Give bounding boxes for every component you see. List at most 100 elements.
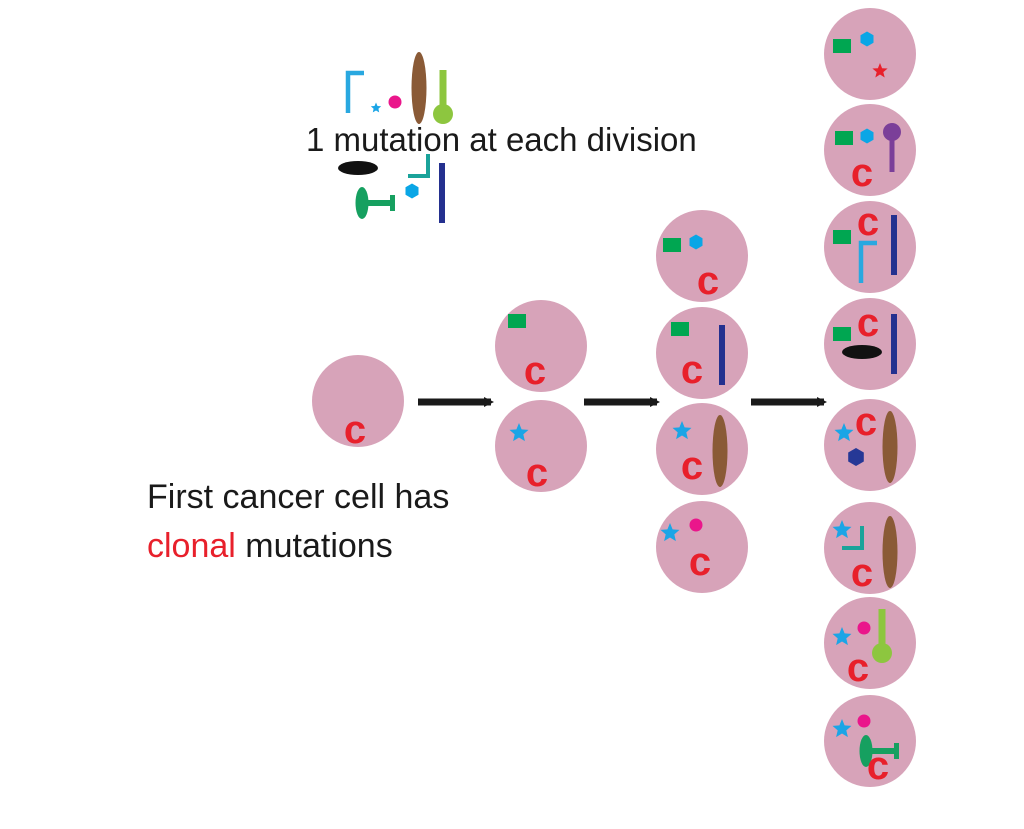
light-blue-bracket-icon <box>858 240 877 283</box>
lime-lollipop-icon <box>872 609 892 663</box>
cell-body <box>312 355 404 447</box>
cell: c <box>824 104 916 196</box>
cell-body <box>656 210 748 302</box>
generation-2: cc <box>495 300 587 495</box>
cell: c <box>824 597 916 690</box>
blue-hexagon-icon <box>689 234 703 250</box>
teal-bracket-icon <box>842 526 864 550</box>
green-tbar-icon <box>859 735 899 767</box>
svg-text:c: c <box>851 551 873 595</box>
svg-text:c: c <box>867 744 889 788</box>
cancer-marker: c <box>857 301 879 345</box>
green-square-icon <box>671 322 689 336</box>
cell: c <box>495 400 587 495</box>
mutation-legend <box>338 52 453 223</box>
svg-text:c: c <box>847 646 869 690</box>
cancer-marker: c <box>851 551 873 595</box>
svg-text:c: c <box>689 540 711 584</box>
cell: c <box>656 307 748 399</box>
brown-ellipse-icon <box>411 52 427 124</box>
green-square-icon <box>833 230 851 244</box>
generation-1: c <box>312 355 404 452</box>
caption-rest: mutations <box>236 527 393 565</box>
cancer-marker: c <box>344 408 366 452</box>
cell-body <box>495 400 587 492</box>
cell: c <box>824 298 916 390</box>
blue-hexagon-icon <box>405 183 419 199</box>
cell: c <box>824 502 916 595</box>
green-square-icon <box>508 314 526 328</box>
teal-bracket-icon <box>408 154 430 178</box>
brown-ellipse-icon <box>882 411 898 483</box>
cell: c <box>656 210 748 303</box>
svg-text:c: c <box>524 349 546 393</box>
svg-text:c: c <box>681 444 703 488</box>
svg-text:c: c <box>855 400 877 444</box>
cancer-marker: c <box>855 400 877 444</box>
pink-dot-icon <box>689 518 703 532</box>
caption-highlight: clonal <box>147 527 236 565</box>
cell-body <box>656 501 748 593</box>
cell-body <box>824 597 916 689</box>
pink-dot-icon <box>857 621 871 635</box>
navy-bar-icon <box>891 215 897 275</box>
blue-star-icon <box>834 423 854 442</box>
svg-text:c: c <box>697 259 719 303</box>
svg-text:c: c <box>344 408 366 452</box>
cell-body <box>824 8 916 100</box>
cancer-marker: c <box>681 444 703 488</box>
cell: c <box>312 355 404 452</box>
cell: c <box>824 695 916 788</box>
svg-text:c: c <box>681 348 703 392</box>
navy-bar-icon <box>719 325 725 385</box>
light-blue-bracket-icon <box>345 70 364 113</box>
dark-blue-hexagon-icon <box>848 448 864 466</box>
cancer-marker: c <box>847 646 869 690</box>
cancer-marker: c <box>697 259 719 303</box>
cell: c <box>656 403 748 495</box>
cancer-marker: c <box>681 348 703 392</box>
black-oval-icon <box>338 161 378 175</box>
generation-3: c c c c <box>656 210 748 593</box>
blue-star-icon <box>370 102 382 113</box>
red-star-icon <box>872 63 888 78</box>
svg-text:c: c <box>857 301 879 345</box>
cancer-marker: c <box>851 151 873 195</box>
cancer-marker: c <box>524 349 546 393</box>
green-square-icon <box>663 238 681 252</box>
brown-ellipse-icon <box>882 516 898 588</box>
caption-line-2: clonal mutations <box>147 527 393 565</box>
brown-ellipse-icon <box>712 415 728 487</box>
caption-line-1: First cancer cell has <box>147 478 449 516</box>
diagram-title: 1 mutation at each division <box>306 121 697 158</box>
purple-lollipop-icon <box>883 123 901 172</box>
black-oval-icon <box>842 345 882 359</box>
cell: c <box>495 300 587 393</box>
cancer-marker: c <box>867 744 889 788</box>
cell <box>824 8 916 100</box>
blue-star-icon <box>672 421 692 440</box>
green-tbar-icon <box>355 187 395 219</box>
blue-star-icon <box>509 423 529 442</box>
blue-star-icon <box>832 627 852 646</box>
navy-bar-icon <box>439 163 445 223</box>
cancer-marker: c <box>857 200 879 244</box>
navy-bar-icon <box>891 314 897 374</box>
pink-dot-icon <box>388 95 402 109</box>
pink-dot-icon <box>857 714 871 728</box>
cancer-marker: c <box>526 451 548 495</box>
lime-lollipop-icon <box>433 70 453 124</box>
cell: c <box>824 399 916 491</box>
blue-hexagon-icon <box>860 31 874 47</box>
blue-star-icon <box>660 523 680 542</box>
blue-star-icon <box>832 520 852 539</box>
cell: c <box>656 501 748 593</box>
green-square-icon <box>833 39 851 53</box>
cancer-marker: c <box>689 540 711 584</box>
green-square-icon <box>833 327 851 341</box>
svg-text:c: c <box>857 200 879 244</box>
blue-star-icon <box>832 719 852 738</box>
